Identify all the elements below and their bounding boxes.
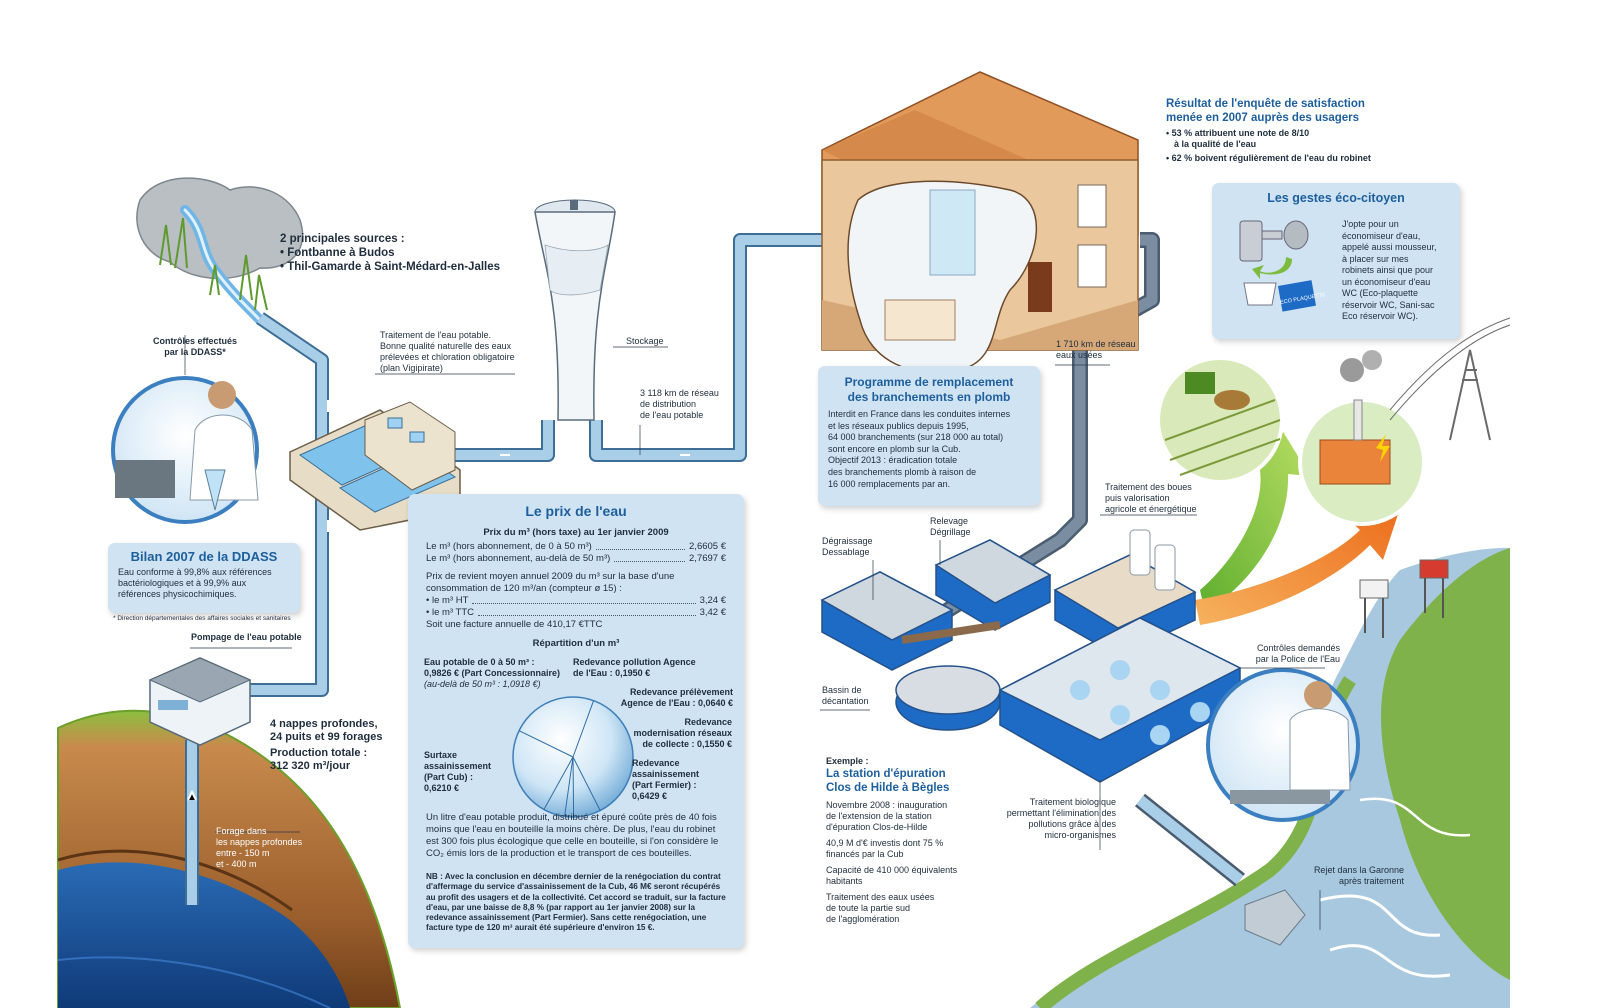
pie-slice-boundary	[572, 756, 575, 818]
aquifers-label: 4 nappes profondes, 24 puits et 99 forag…	[270, 718, 383, 772]
price-pie-chart	[512, 696, 634, 818]
price-box: Le prix de l'eau Prix du m³ (hors taxe) …	[408, 494, 744, 948]
ddass-footnote: * Direction départementales des affaires…	[113, 615, 291, 622]
ddass-box: Bilan 2007 de la DDASS Eau conforme à 99…	[108, 543, 300, 613]
discharge-label: Rejet dans la Garonne après traitement	[1313, 865, 1404, 886]
eco-text: J'opte pour un économiseur d'eau, appelé…	[1342, 219, 1437, 321]
eco-box: Les gestes éco-citoyen ECO PLAQUETTE J'o…	[1212, 183, 1460, 339]
pie-label-eau-potable: Eau potable de 0 à 50 m³ : 0,9826 € (Par…	[424, 657, 561, 689]
price-row: Le m³ (hors abonnement, de 0 à 50 m³)2,6…	[426, 541, 726, 552]
ddass-text: Eau conforme à 99,8% aux références bact…	[118, 567, 272, 599]
bio-treatment-label: Traitement biologique permettant l'élimi…	[1006, 797, 1116, 840]
survey: Résultat de l'enquête de satisfaction me…	[1166, 98, 1371, 163]
pie-slice-boundary	[572, 700, 595, 758]
source-item: • Fontbanne à Budos	[280, 247, 395, 259]
lead-program-box: Programme de remplacement des branchemen…	[818, 366, 1040, 506]
pie-label-assainissement: Redevance assainissement (Part Fermier) …	[632, 758, 700, 801]
pie-label-modernisation: Redevance modernisation réseaux de colle…	[633, 717, 732, 749]
lead-title: Programme de remplacement des branchemen…	[844, 375, 1014, 404]
pie-slice-boundary	[543, 756, 574, 810]
pie-slice-boundary	[518, 730, 574, 758]
pie-label-prelevement: Redevance prélèvement Agence de l'Eau : …	[620, 687, 733, 708]
split-title: Répartition d'un m³	[532, 638, 620, 649]
network-potable-label: 3 118 km de réseau de distribution de l'…	[640, 388, 719, 420]
faucet-icon	[1239, 220, 1316, 312]
drilling-label: Forage dans les nappes profondes entre -…	[216, 826, 303, 869]
pie-label-surtaxe: Surtaxe assainissement (Part Cub) : 0,62…	[424, 750, 492, 793]
pie-slice-boundary	[564, 756, 574, 817]
price-conclusion: Un litre d'eau potable produit, distribu…	[426, 812, 719, 859]
pie-slice-boundary	[572, 756, 601, 811]
annual-bill: Soit une facture annuelle de 410,17 €TTC	[426, 619, 603, 630]
storage-label: Stockage	[626, 336, 664, 346]
avg-intro: Prix de revient moyen annuel 2009 du m³ …	[426, 571, 675, 594]
treatment-label: Traitement de l'eau potable. Bonne quali…	[380, 330, 515, 373]
price-title: Le prix de l'eau	[525, 503, 627, 519]
price-row: Le m³ (hors abonnement, au-delà de 50 m³…	[426, 553, 726, 564]
lead-text: Interdit en France dans les conduites in…	[828, 409, 1011, 489]
controls-ddass-label: Contrôles effectués par la DDASS*	[152, 336, 238, 357]
pumping-label: Pompage de l'eau potable	[191, 632, 302, 642]
settling-label: Bassin de décantation	[822, 685, 869, 706]
waste-network-label: 1 710 km de réseau eaux usées	[1056, 339, 1136, 360]
price-rows: Le m³ (hors abonnement, de 0 à 50 m³)2,6…	[408, 539, 744, 631]
screening-label: Relevage Dégrillage	[930, 516, 971, 537]
price-nb: NB : Avec la conclusion en décembre dern…	[426, 872, 726, 933]
ddass-title: Bilan 2007 de la DDASS	[130, 549, 278, 564]
sources-label: 2 principales sources : • Fontbanne à Bu…	[280, 232, 540, 274]
pie-label-pollution: Redevance pollution Agence de l'Eau : 0,…	[573, 657, 696, 678]
station-info: Exemple : La station d'épuration Clos de…	[826, 756, 958, 924]
degreasing-label: Dégraissage Dessablage	[822, 536, 873, 557]
price-subtitle: Prix du m³ (hors taxe) au 1er janvier 20…	[483, 527, 669, 538]
source-item: • Thil-Gamarde à Saint-Médard-en-Jalles	[280, 261, 501, 273]
sludge-label: Traitement des boues puis valorisation a…	[1105, 482, 1197, 514]
eco-title: Les gestes éco-citoyen	[1267, 191, 1405, 205]
police-label: Contrôles demandés par la Police de l'Ea…	[1255, 643, 1340, 664]
sources-title: 2 principales sources :	[280, 233, 405, 245]
